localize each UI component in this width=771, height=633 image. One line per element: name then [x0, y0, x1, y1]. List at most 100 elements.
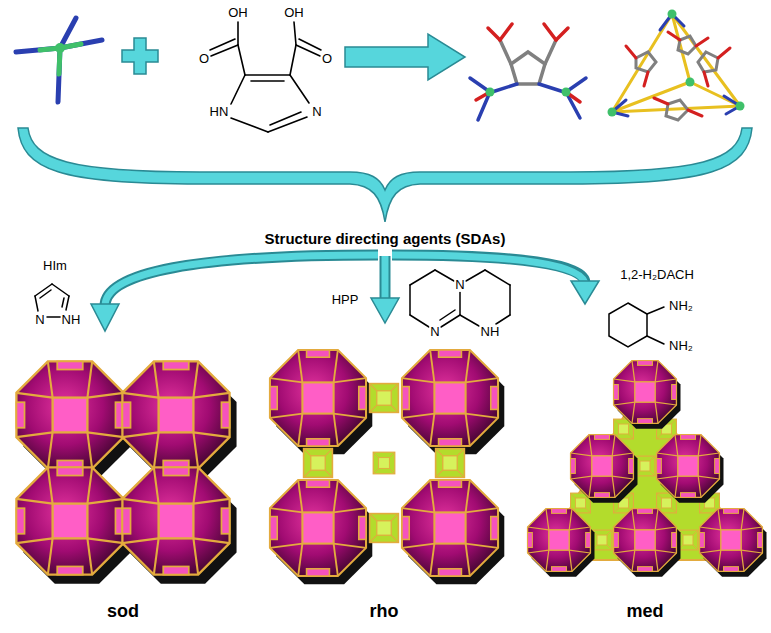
acid-structure — [211, 45, 238, 56]
hpp-structure — [440, 310, 455, 320]
med-net — [528, 509, 595, 577]
rho-net — [270, 350, 372, 454]
tetrahedral-cluster — [608, 10, 745, 121]
branch-arrows — [91, 255, 599, 331]
tetrahedral-cluster — [718, 48, 730, 58]
rho-net — [402, 350, 504, 454]
atom-label: HN — [209, 105, 230, 119]
tetrahedral-cluster — [686, 78, 695, 87]
branch-arrows — [371, 298, 399, 323]
acid-structure — [210, 39, 235, 50]
rho-net — [370, 514, 399, 543]
tetrahedral-cluster — [612, 14, 740, 112]
atom-label: NH₂ — [668, 339, 694, 353]
binuclear-unit — [500, 24, 512, 40]
atom-label: O — [321, 52, 333, 66]
binuclear-unit — [544, 24, 556, 40]
sod-net — [122, 361, 236, 477]
hpp-structure — [410, 270, 435, 285]
branch-arrows — [382, 256, 389, 300]
tetrahedral-cluster — [608, 108, 617, 117]
molecule-name: HIm — [42, 259, 68, 273]
hpp-structure — [509, 285, 511, 315]
acid-structure — [294, 22, 296, 45]
med-net — [635, 456, 655, 476]
acid-structure — [270, 112, 301, 125]
hpp-structure — [410, 315, 429, 327]
binuclear-unit — [486, 88, 495, 97]
branch-arrows — [392, 255, 585, 285]
binuclear-unit — [488, 28, 500, 40]
acid-structure — [296, 45, 320, 56]
dach-structure — [647, 336, 664, 344]
tetrahedral-cluster — [626, 46, 636, 58]
acid-structure — [245, 74, 290, 76]
imidazole-structure — [35, 284, 52, 296]
rho-net — [304, 449, 333, 478]
branch-arrows — [91, 304, 119, 331]
imidazole-structure — [66, 296, 69, 310]
atom-label: N — [311, 105, 322, 119]
molecule-name: 1,2-H₂DACH — [619, 268, 695, 282]
binuclear-unit — [545, 40, 556, 64]
tetrahedral-cluster — [666, 100, 688, 120]
molecule-name: HPP — [331, 293, 360, 307]
med-net — [700, 509, 767, 577]
imidazole-structure — [52, 284, 69, 296]
metal-tetrahedron — [16, 48, 60, 52]
dach-structure — [609, 303, 664, 347]
med-net — [571, 435, 638, 503]
tetrahedral-cluster — [698, 52, 718, 72]
tetrahedral-cluster — [690, 82, 740, 106]
acid-structure — [290, 75, 309, 103]
metal-tetrahedron — [16, 18, 102, 102]
binuclear-unit — [539, 84, 564, 92]
branch-arrows — [571, 281, 599, 304]
plus-sign — [122, 38, 158, 74]
atom-label: OH — [227, 6, 249, 20]
metal-tetrahedron — [55, 43, 65, 53]
metal-tetrahedron — [58, 48, 60, 102]
acid-structure — [290, 45, 296, 75]
tetrahedral-cluster — [636, 52, 656, 72]
atom-label: N — [429, 325, 440, 339]
net-name: sod — [107, 602, 139, 622]
acid-structure — [231, 118, 268, 132]
binuclear-unit — [470, 24, 586, 120]
tetrahedral-cluster — [612, 106, 740, 112]
rho-net — [402, 480, 504, 584]
tetrahedral-cluster — [672, 14, 690, 82]
acid-structure — [231, 75, 245, 104]
med-net — [592, 530, 612, 550]
hpp-structure — [459, 292, 461, 315]
acid-structure — [251, 80, 284, 82]
tetrahedral-cluster — [672, 14, 740, 106]
atom-label: N — [34, 313, 45, 327]
acid-structure — [299, 39, 321, 50]
binuclear-unit — [511, 52, 545, 84]
sod-net — [122, 467, 236, 583]
binuclear-unit — [556, 28, 568, 40]
binuclear-unit — [500, 40, 511, 64]
tetrahedral-cluster — [688, 110, 702, 116]
sod-net — [16, 361, 130, 477]
atom-label: NH₂ — [668, 299, 694, 313]
atom-label: NH — [61, 313, 82, 327]
acid-structure — [238, 45, 245, 75]
tetrahedral-cluster — [696, 38, 708, 46]
med-net — [657, 435, 724, 503]
rho-net — [370, 384, 399, 413]
section-heading: Structure directing agents (SDAs) — [265, 231, 506, 248]
net-name: rho — [370, 602, 399, 622]
atom-label: OH — [283, 6, 305, 20]
hpp-structure — [496, 315, 510, 324]
tetrahedral-cluster — [668, 10, 677, 19]
dach-structure — [609, 303, 647, 347]
med-net — [614, 361, 681, 429]
dach-structure — [647, 307, 664, 314]
net-name: med — [626, 602, 663, 622]
atom-label: O — [198, 52, 210, 66]
binuclear-unit — [492, 84, 517, 92]
tetrahedral-cluster — [626, 32, 730, 116]
